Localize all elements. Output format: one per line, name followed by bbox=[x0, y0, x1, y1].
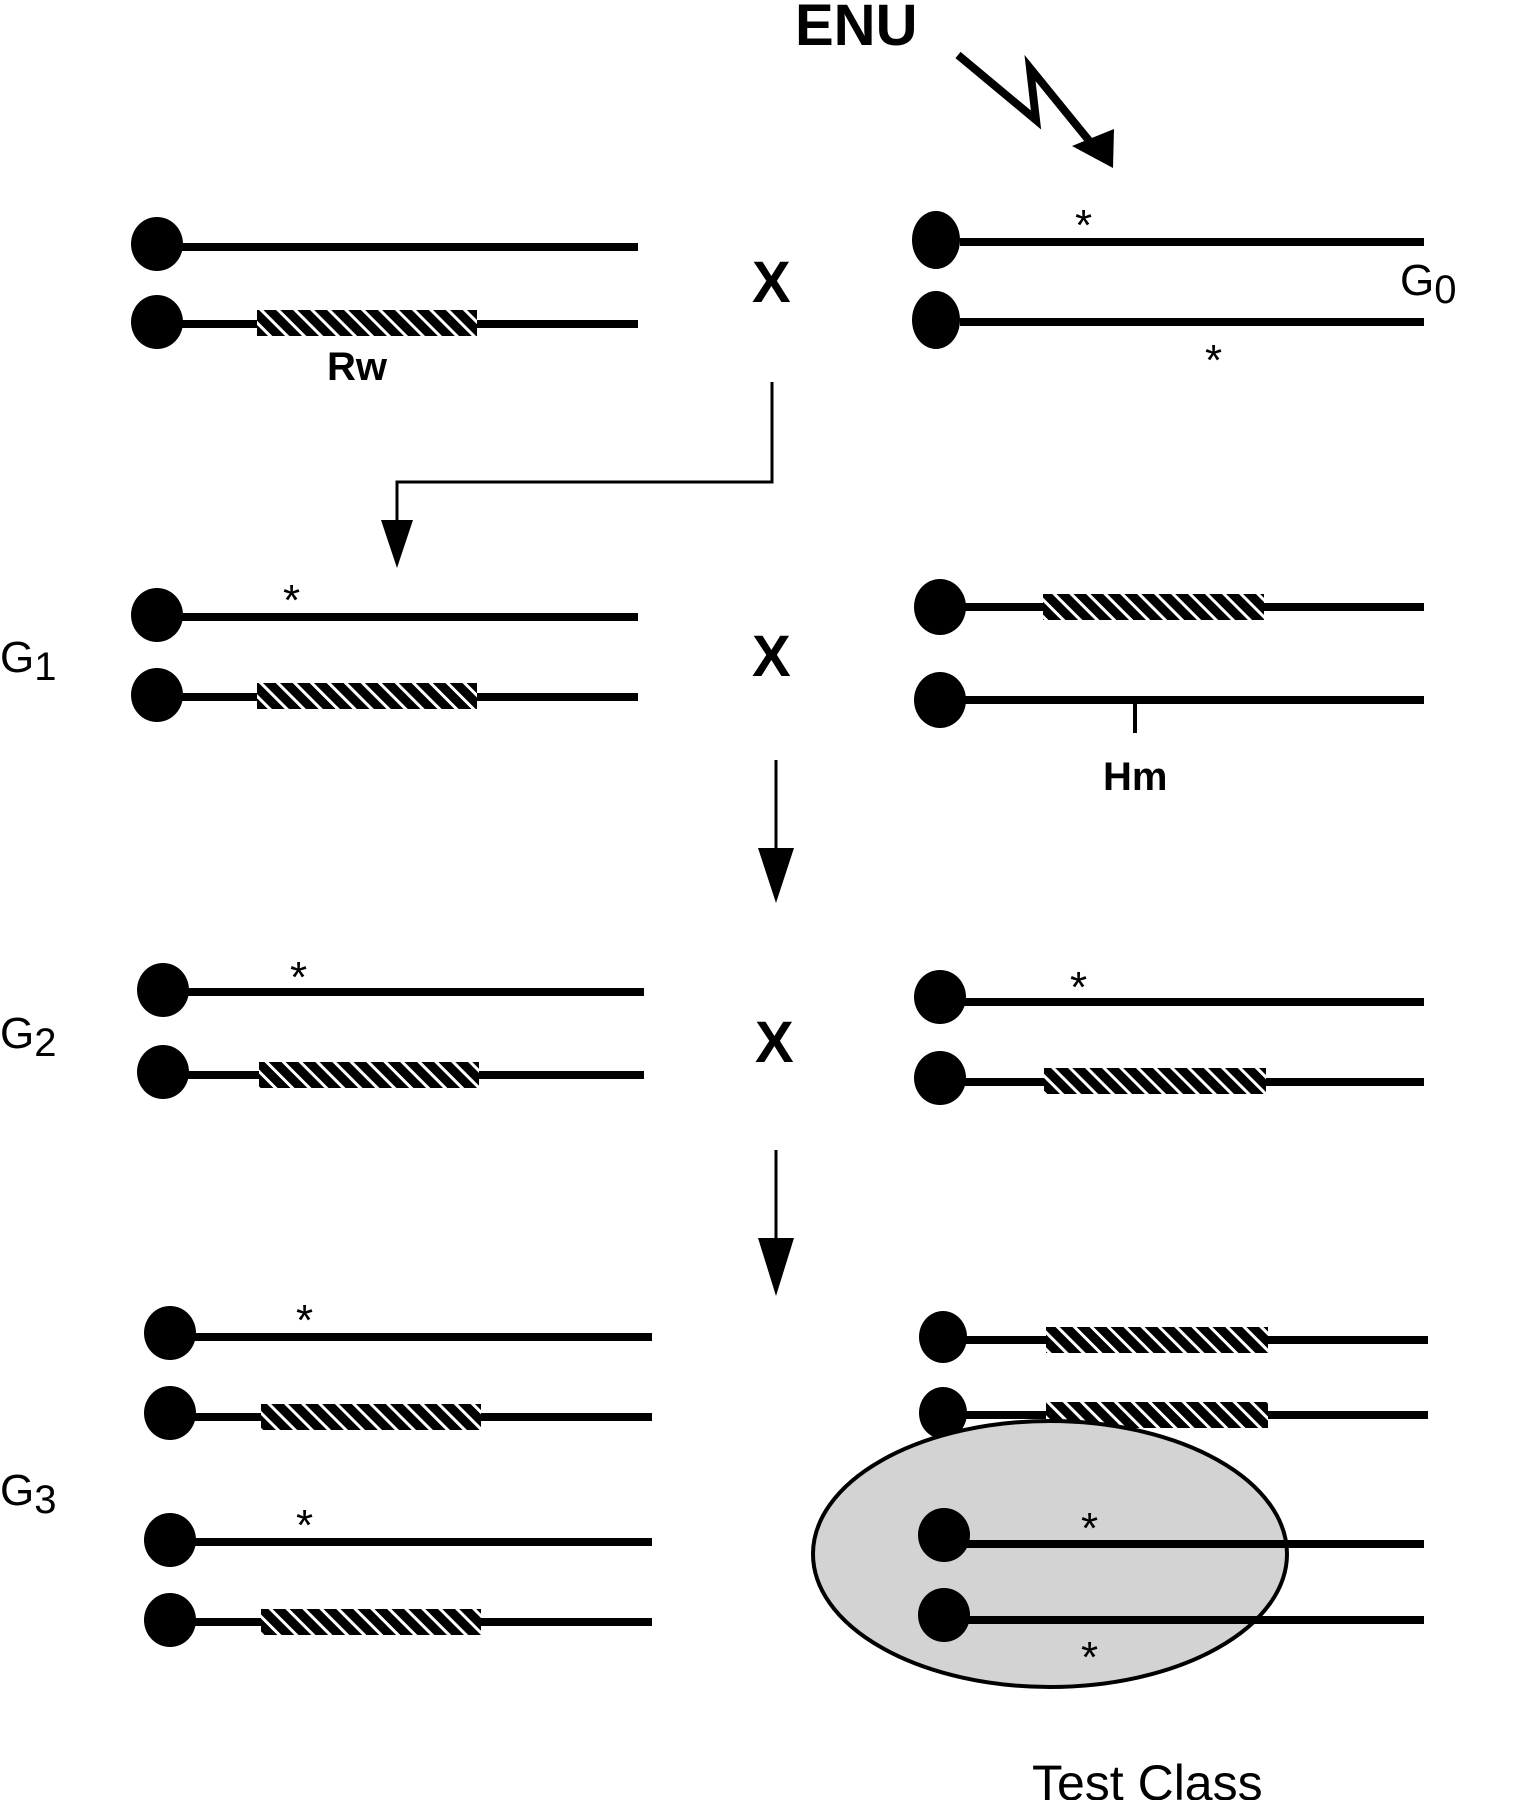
chromosome-rw bbox=[144, 1593, 652, 1647]
hm-label: Hm bbox=[1103, 755, 1167, 799]
mutation-asterisk: * bbox=[1081, 1504, 1098, 1553]
mutation-asterisk: * bbox=[1075, 201, 1092, 250]
chromosome-mutant: * bbox=[914, 963, 1424, 1024]
chromosome-mutant: * bbox=[131, 576, 638, 642]
down-arrow-icon bbox=[758, 1150, 794, 1296]
down-arrow-icon bbox=[758, 760, 794, 903]
chromosome bbox=[131, 217, 638, 271]
chromosome-mutant: * bbox=[918, 1504, 1424, 1562]
g0-left-parent: Rw bbox=[131, 217, 638, 389]
elbow-arrow-icon bbox=[381, 382, 774, 568]
generation-label-g0: G0 bbox=[1400, 256, 1456, 312]
chromosome-mutant: * bbox=[912, 201, 1424, 269]
rw-segment bbox=[257, 683, 477, 709]
chromosome-rw bbox=[914, 1051, 1424, 1105]
mutation-asterisk: * bbox=[296, 1501, 313, 1550]
chromosome-mutant: * bbox=[144, 1296, 652, 1360]
rw-segment bbox=[1044, 1068, 1266, 1094]
rw-segment bbox=[1046, 1327, 1268, 1353]
chromosome-rw bbox=[131, 668, 638, 722]
cross-symbol-g2: X bbox=[755, 1010, 794, 1075]
mutation-asterisk: * bbox=[290, 953, 307, 1002]
chromosome-rw bbox=[919, 1311, 1428, 1363]
chromosome-rw bbox=[919, 1387, 1428, 1439]
chromosome-rw bbox=[137, 1045, 644, 1099]
chromosome-mutant: * bbox=[137, 953, 644, 1017]
g1-left-parent: * bbox=[131, 576, 638, 722]
g2-right-parent: * bbox=[914, 963, 1424, 1105]
mutation-asterisk: * bbox=[283, 576, 300, 625]
rw-segment bbox=[261, 1404, 481, 1430]
generation-label-g3: G3 bbox=[0, 1466, 56, 1522]
g3-right-offspring-1 bbox=[919, 1311, 1428, 1439]
mutation-asterisk: * bbox=[1070, 963, 1087, 1012]
rw-segment bbox=[259, 1062, 479, 1088]
generation-label-g2: G2 bbox=[0, 1009, 56, 1065]
test-class-group: * * bbox=[811, 1419, 1424, 1689]
enu-label: ENU bbox=[795, 0, 917, 58]
enu-mutagen-arrow-icon bbox=[955, 51, 1114, 168]
chromosome-hm bbox=[914, 672, 1424, 733]
test-class-highlight bbox=[811, 1419, 1289, 1689]
chromosome-rw bbox=[144, 1386, 652, 1440]
chromosome-mutant: * bbox=[144, 1501, 652, 1567]
g3-left-offspring-1: * bbox=[144, 1296, 652, 1440]
chromosome-rw bbox=[131, 295, 638, 349]
chromosome-mutant: * bbox=[912, 291, 1424, 385]
rw-segment bbox=[257, 310, 477, 336]
cross-symbol-g0: X bbox=[752, 250, 791, 315]
rw-label: Rw bbox=[327, 345, 388, 389]
generation-label-g1: G1 bbox=[0, 633, 56, 689]
cross-symbol-g1: X bbox=[752, 624, 791, 689]
mutation-asterisk: * bbox=[296, 1296, 313, 1345]
test-class-label: Test Class bbox=[1032, 1755, 1263, 1800]
mutation-asterisk: * bbox=[1205, 336, 1222, 385]
g1-right-parent: Hm bbox=[914, 579, 1424, 799]
rw-segment bbox=[1043, 594, 1264, 620]
g3-left-offspring-2: * bbox=[144, 1501, 652, 1647]
g2-left-parent: * bbox=[137, 953, 644, 1099]
g0-right-parent: * * bbox=[912, 201, 1424, 385]
chromosome-mutant: * bbox=[918, 1588, 1424, 1682]
mutation-asterisk: * bbox=[1081, 1633, 1098, 1682]
chromosome-rw bbox=[914, 579, 1424, 635]
rw-segment bbox=[261, 1609, 481, 1635]
